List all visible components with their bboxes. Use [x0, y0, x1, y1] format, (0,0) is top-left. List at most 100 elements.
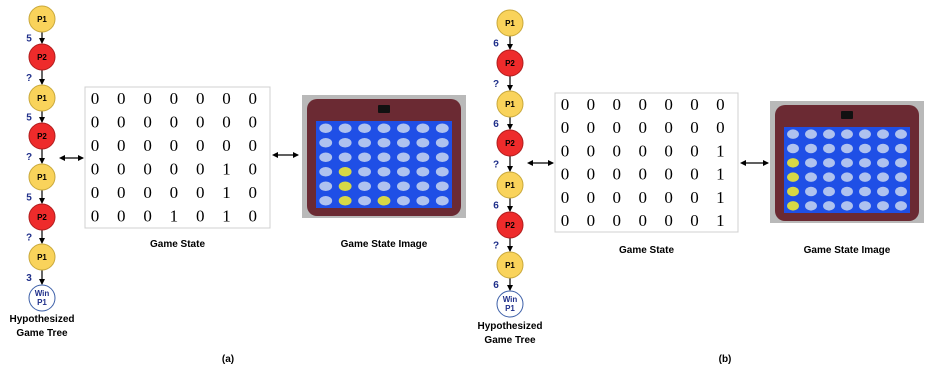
game-state-cell: 0	[196, 183, 205, 202]
disc-empty	[877, 172, 889, 182]
game-state-cell: 0	[561, 165, 570, 184]
tree-edge-label: 6	[493, 39, 499, 50]
disc-empty	[435, 152, 449, 163]
game-state-cell: 1	[222, 207, 231, 226]
game-state-cell: 0	[91, 113, 100, 132]
game-state-cell: 0	[143, 183, 152, 202]
tree-label-line1: Hypothesized	[9, 314, 74, 325]
game-state-cell: 0	[561, 211, 570, 230]
game-state-cell: 0	[613, 118, 622, 137]
game-state-cell: 0	[690, 118, 699, 137]
disc-yellow	[787, 158, 799, 168]
disc-empty	[895, 172, 907, 182]
tree-node-label: P2	[505, 59, 515, 68]
game-state-cell: 0	[561, 141, 570, 160]
game-state-cell: 0	[170, 136, 179, 155]
win-node	[28, 284, 56, 312]
game-state-cell: 0	[117, 89, 126, 108]
p1-node	[28, 5, 56, 33]
game-state-cell: 0	[249, 89, 258, 108]
disc-empty	[319, 137, 333, 148]
game-state-cell: 0	[170, 160, 179, 179]
game-state-cell: 0	[117, 136, 126, 155]
game-state-cell: 0	[664, 95, 673, 114]
tree-node-label: P1	[505, 261, 515, 270]
disc-empty	[416, 137, 430, 148]
disc-empty	[435, 123, 449, 134]
tree-edge-label: ?	[493, 160, 499, 171]
p2-node	[28, 203, 56, 231]
p1-node	[496, 171, 524, 199]
game-state-cell: 0	[117, 183, 126, 202]
game-state-cell: 0	[196, 160, 205, 179]
disc-empty	[377, 166, 391, 177]
disc-empty	[823, 186, 835, 197]
game-state-cell: 0	[249, 207, 258, 226]
tree-edge-label: 3	[26, 273, 32, 284]
disc-yellow	[787, 186, 799, 197]
disc-empty	[823, 143, 835, 154]
tree-node-label: P2	[505, 139, 515, 148]
disc-empty	[358, 195, 371, 206]
game-state-cell: 0	[117, 160, 126, 179]
disc-empty	[823, 158, 835, 168]
game-state-cell: 0	[690, 211, 699, 230]
disc-empty	[377, 123, 391, 134]
tree-node-label: P1	[505, 181, 515, 190]
game-state-cell: 0	[587, 165, 596, 184]
tree-node-label: P1	[505, 100, 515, 109]
game-state-image-label: Game State Image	[341, 239, 428, 250]
game-state-cell: 0	[716, 95, 725, 114]
disc-empty	[823, 129, 835, 139]
disc-yellow	[787, 201, 799, 211]
tree-node-label: P2	[37, 53, 47, 62]
device-camera	[378, 105, 390, 113]
game-state-cell: 1	[222, 160, 231, 179]
disc-empty	[805, 172, 817, 182]
disc-empty	[358, 181, 371, 192]
game-state-cell: 0	[249, 160, 258, 179]
tree-edge-label: ?	[26, 152, 32, 163]
game-state-cell: 0	[587, 95, 596, 114]
game-state-cell: 0	[638, 165, 647, 184]
game-state-cell: 0	[613, 211, 622, 230]
disc-empty	[338, 137, 352, 148]
tree-node-label: P2	[37, 213, 47, 222]
p1-node	[28, 84, 56, 112]
disc-yellow	[787, 172, 799, 182]
game-state-cell: 0	[143, 113, 152, 132]
disc-empty	[841, 129, 853, 139]
game-state-box	[84, 86, 271, 229]
game-state-cell: 0	[587, 141, 596, 160]
game-state-cell: 0	[249, 183, 258, 202]
p2-node	[496, 49, 524, 77]
disc-empty	[805, 201, 817, 211]
disc-empty	[319, 123, 333, 134]
disc-empty	[805, 186, 817, 197]
game-state-cell: 0	[638, 188, 647, 207]
tree-edge-label: 5	[26, 34, 32, 45]
disc-empty	[435, 166, 449, 177]
game-state-cell: 0	[222, 113, 231, 132]
disc-empty	[358, 123, 371, 134]
p1-node	[496, 9, 524, 37]
tree-label-line2: Game Tree	[16, 328, 68, 339]
game-state-cell: 0	[143, 89, 152, 108]
panel-a: 5?5?5?3P1P2P1P2P1P2P1WinP1HypothesizedGa…	[9, 5, 466, 365]
disc-empty	[416, 195, 430, 206]
game-state-cell: 0	[613, 141, 622, 160]
tree-edge-label: 5	[26, 193, 32, 204]
disc-empty	[377, 152, 391, 163]
game-state-cell: 1	[716, 165, 725, 184]
tree-node-label: P2	[37, 132, 47, 141]
panel-b: 6?6?6?6P1P2P1P2P1P2P1WinP1HypothesizedGa…	[477, 9, 924, 365]
game-state-cell: 1	[716, 141, 725, 160]
disc-empty	[859, 201, 871, 211]
game-state-cell: 0	[638, 118, 647, 137]
game-state-cell: 0	[664, 211, 673, 230]
game-state-cell: 0	[91, 160, 100, 179]
disc-empty	[877, 158, 889, 168]
disc-empty	[805, 143, 817, 154]
tree-node-label: P1	[505, 19, 515, 28]
game-state-cell: 0	[561, 118, 570, 137]
